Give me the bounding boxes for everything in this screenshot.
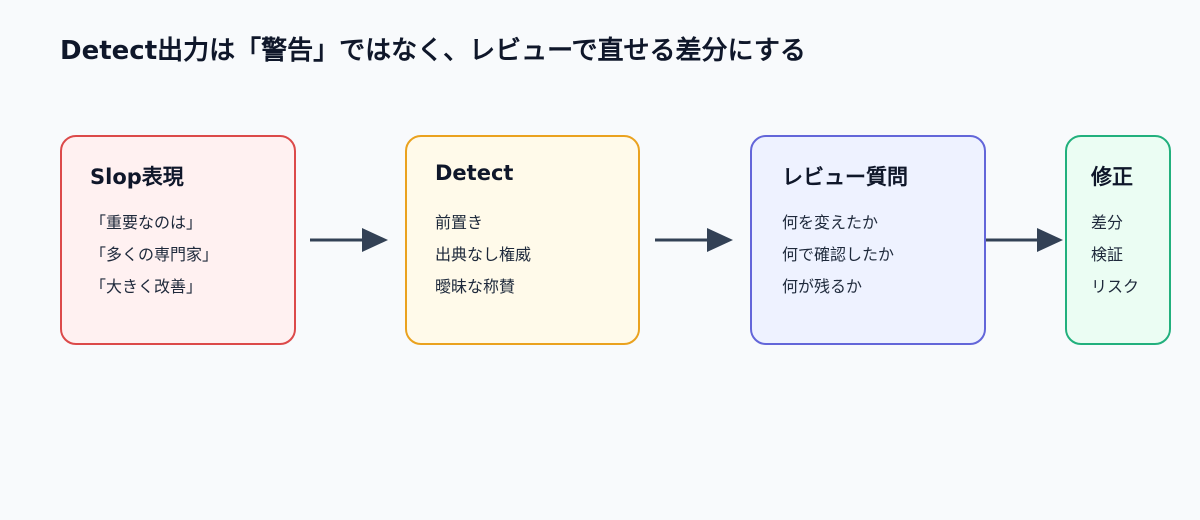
node-item: 何を変えたか [782, 213, 879, 232]
node-item: 何が残るか [782, 277, 863, 296]
node-slop-expression: Slop表現 「重要なのは」 「多くの専門家」 「大きく改善」 [60, 135, 296, 345]
node-item-list: 差分 検証 リスク [1091, 207, 1139, 303]
arrow-detect-to-review [655, 228, 733, 252]
node-item: 「多くの専門家」 [90, 245, 219, 264]
arrow-review-to-fix [986, 228, 1063, 252]
node-review-questions: レビュー質問 何を変えたか 何で確認したか 何が残るか [750, 135, 986, 345]
node-item: 検証 [1091, 245, 1124, 264]
node-item: 「大きく改善」 [90, 277, 203, 296]
node-detect: Detect 前置き 出典なし権威 曖昧な称賛 [405, 135, 640, 345]
node-title: レビュー質問 [782, 165, 908, 189]
node-item-list: 何を変えたか 何で確認したか 何が残るか [782, 207, 894, 303]
node-item-list: 前置き 出典なし権威 曖昧な称賛 [435, 207, 531, 303]
arrow-slop-to-detect [310, 228, 388, 252]
node-title: Slop表現 [90, 165, 184, 189]
node-item: 前置き [435, 213, 484, 232]
node-title: Detect [435, 161, 514, 185]
node-fix: 修正 差分 検証 リスク [1065, 135, 1171, 345]
node-item: 差分 [1091, 213, 1124, 232]
node-item: 出典なし権威 [435, 245, 532, 264]
node-item: 曖昧な称賛 [435, 277, 516, 296]
node-item: 「重要なのは」 [90, 213, 203, 232]
node-item: リスク [1091, 277, 1140, 296]
node-title: 修正 [1091, 165, 1133, 189]
node-item: 何で確認したか [782, 245, 895, 264]
page-title: Detect出力は「警告」ではなく、レビューで直せる差分にする [60, 36, 806, 66]
node-item-list: 「重要なのは」 「多くの専門家」 「大きく改善」 [90, 207, 218, 303]
